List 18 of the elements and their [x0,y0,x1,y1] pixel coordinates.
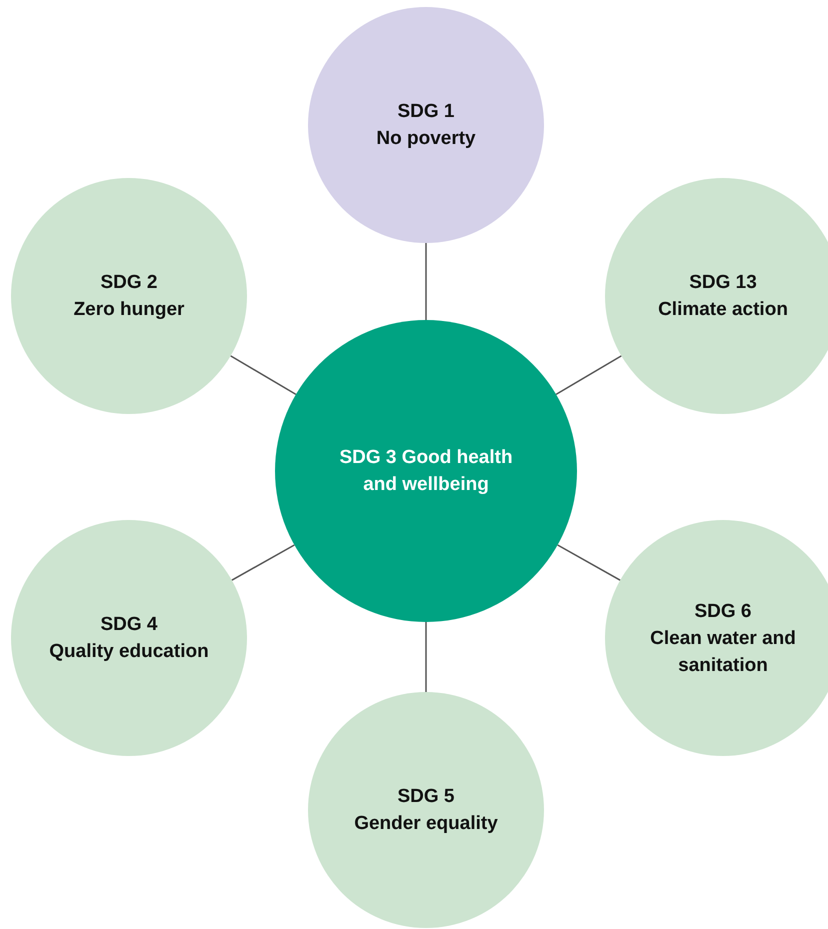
connector-line [425,622,427,692]
connector-line [231,544,295,581]
node-label: Quality education [48,640,210,664]
node-label: SDG 5 [396,785,456,809]
connector-line [230,355,296,395]
node-label: SDG 2 [99,271,159,295]
node-label: SDG 1 [396,100,456,124]
node-label: SDG 6 [693,600,753,624]
node-label: Clean water and sanitation [649,626,797,678]
connector-line [556,355,622,395]
node-label: Zero hunger [72,298,186,322]
node-label: No poverty [375,127,477,151]
node-label: SDG 13 [688,271,758,295]
connector-line [425,243,427,320]
node-label: SDG 4 [99,613,159,637]
node-label: SDG 3 Good health and wellbeing [338,446,514,497]
node-label: Climate action [657,298,789,322]
node-label: Gender equality [353,812,499,836]
